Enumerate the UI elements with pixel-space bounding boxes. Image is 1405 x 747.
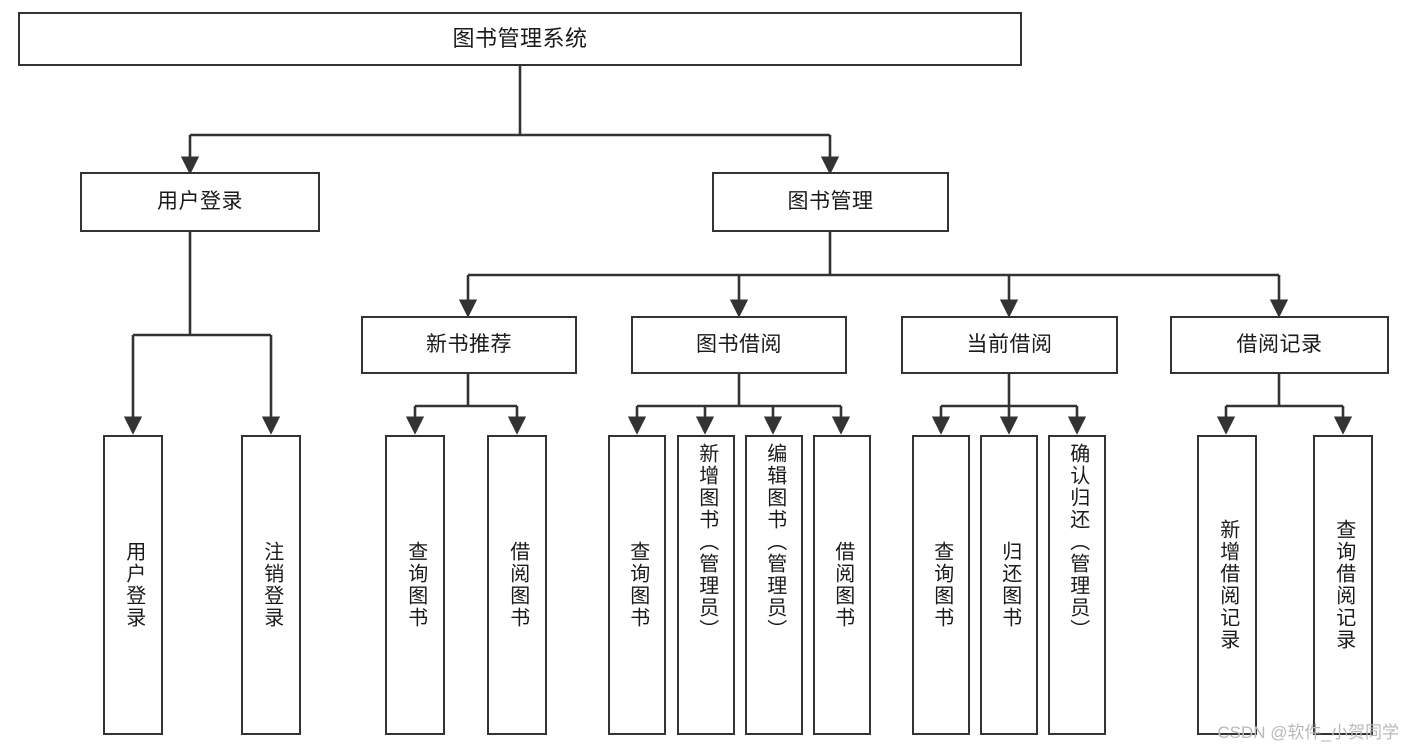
node-label: 新增借阅记录 (1216, 519, 1239, 651)
node-label: 借阅图书 (831, 541, 854, 629)
node-label: 图书借阅 (696, 333, 782, 357)
leaf-borrow-book-recommend[interactable]: 借阅图书 (487, 435, 547, 735)
leaf-confirm-return-admin[interactable]: 确认归还（管理员） (1048, 435, 1106, 735)
node-label: 注销登录 (260, 541, 283, 629)
node-label: 新书推荐 (426, 333, 512, 357)
node-label: 编辑图书（管理员） (763, 443, 786, 641)
node-label: 查询借阅记录 (1332, 519, 1355, 651)
leaf-add-book-admin[interactable]: 新增图书（管理员） (677, 435, 735, 735)
node-book-management[interactable]: 图书管理 (712, 172, 949, 232)
node-label: 当前借阅 (966, 333, 1053, 357)
node-root-library-system[interactable]: 图书管理系统 (18, 12, 1022, 66)
leaf-query-borrow-record[interactable]: 查询借阅记录 (1313, 435, 1373, 735)
leaf-add-borrow-record[interactable]: 新增借阅记录 (1197, 435, 1257, 735)
watermark: CSDN @软件_小贺同学 (1217, 723, 1399, 742)
node-label: 查询图书 (930, 541, 953, 629)
node-label: 确认归还（管理员） (1066, 443, 1089, 641)
node-label: 归还图书 (998, 541, 1021, 629)
node-label: 借阅记录 (1236, 333, 1323, 357)
leaf-query-book-recommend[interactable]: 查询图书 (385, 435, 445, 735)
leaf-query-book-current[interactable]: 查询图书 (912, 435, 970, 735)
leaf-query-book-borrow[interactable]: 查询图书 (608, 435, 666, 735)
node-label: 新增图书（管理员） (695, 443, 718, 641)
node-label: 借阅图书 (506, 541, 529, 629)
node-label: 用户登录 (157, 190, 243, 214)
node-book-borrow[interactable]: 图书借阅 (631, 316, 847, 374)
leaf-logout[interactable]: 注销登录 (241, 435, 301, 735)
node-label: 图书管理 (787, 190, 874, 214)
leaf-return-book[interactable]: 归还图书 (980, 435, 1038, 735)
leaf-borrow-book[interactable]: 借阅图书 (813, 435, 871, 735)
node-label: 用户登录 (122, 541, 145, 629)
leaf-edit-book-admin[interactable]: 编辑图书（管理员） (745, 435, 803, 735)
node-current-borrow[interactable]: 当前借阅 (901, 316, 1118, 374)
node-borrow-record[interactable]: 借阅记录 (1170, 316, 1389, 374)
leaf-user-login[interactable]: 用户登录 (103, 435, 163, 735)
node-label: 查询图书 (404, 541, 427, 629)
node-new-book-recommend[interactable]: 新书推荐 (361, 316, 577, 374)
node-label: 图书管理系统 (452, 25, 588, 51)
node-label: 查询图书 (626, 541, 649, 629)
node-user-login[interactable]: 用户登录 (80, 172, 320, 232)
